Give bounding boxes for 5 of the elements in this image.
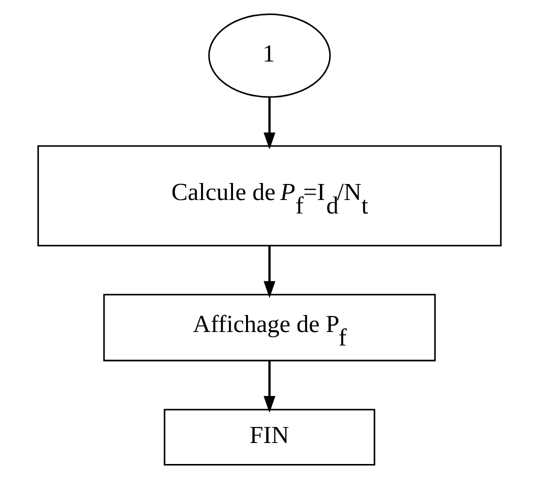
- arrow: [264, 246, 276, 298]
- node-box: FIN: [164, 408, 376, 466]
- arrow: [264, 361, 276, 413]
- arrow: [264, 98, 276, 150]
- node-ellipse: 1: [208, 14, 331, 98]
